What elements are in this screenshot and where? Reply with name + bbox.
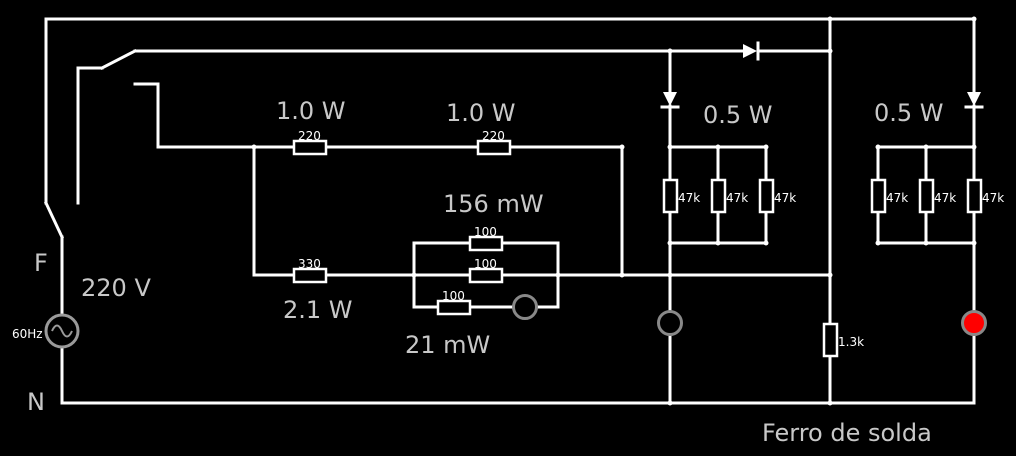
lamp-column-b — [961, 310, 987, 336]
resistor-r6 — [436, 299, 472, 316]
resistor-c-value: 1.3k — [838, 335, 864, 349]
neutral-label: N — [27, 388, 45, 416]
resistor-r1-value: 220 — [298, 129, 321, 143]
voltage-label: 220 V — [81, 274, 151, 302]
resistor-r2-value: 220 — [482, 129, 505, 143]
resistor-a2 — [710, 178, 727, 214]
caption: Ferro de solda — [762, 419, 932, 447]
power-top-2: 1.0 W — [446, 99, 516, 127]
power-mid: 156 mW — [443, 190, 544, 218]
resistor-r2 — [476, 139, 512, 156]
resistor-b3 — [966, 178, 983, 214]
power-right-1: 0.5 W — [703, 101, 773, 129]
diode-column-a — [660, 92, 680, 109]
resistor-r4-value: 100 — [474, 225, 497, 239]
resistor-b2-value: 47k — [934, 191, 956, 205]
lamp-mid — [512, 294, 538, 320]
resistor-b1 — [870, 178, 887, 214]
resistor-b3-value: 47k — [982, 191, 1004, 205]
power-right-2: 0.5 W — [874, 99, 944, 127]
resistor-a1 — [662, 178, 679, 214]
resistor-c — [822, 322, 839, 358]
resistor-r3 — [292, 267, 328, 284]
resistor-a2-value: 47k — [726, 191, 748, 205]
frequency-label: 60Hz — [12, 327, 43, 341]
lamp-column-a — [657, 310, 683, 336]
resistor-a3 — [758, 178, 775, 214]
junctions — [251, 16, 977, 406]
diode-column-b — [964, 92, 984, 109]
resistor-b2 — [918, 178, 935, 214]
diode-top — [743, 41, 760, 61]
ac-source — [44, 313, 80, 349]
resistor-r4 — [468, 235, 504, 252]
power-low: 21 mW — [405, 331, 490, 359]
resistor-r6-value: 100 — [442, 289, 465, 303]
power-left: 2.1 W — [283, 296, 353, 324]
resistor-b1-value: 47k — [886, 191, 908, 205]
resistor-a1-value: 47k — [678, 191, 700, 205]
resistor-r5 — [468, 267, 504, 284]
phase-label: F — [34, 249, 48, 277]
resistor-r5-value: 100 — [474, 257, 497, 271]
resistor-a3-value: 47k — [774, 191, 796, 205]
power-top-1: 1.0 W — [276, 97, 346, 125]
resistor-r3-value: 330 — [298, 257, 321, 271]
resistor-r1 — [292, 139, 328, 156]
